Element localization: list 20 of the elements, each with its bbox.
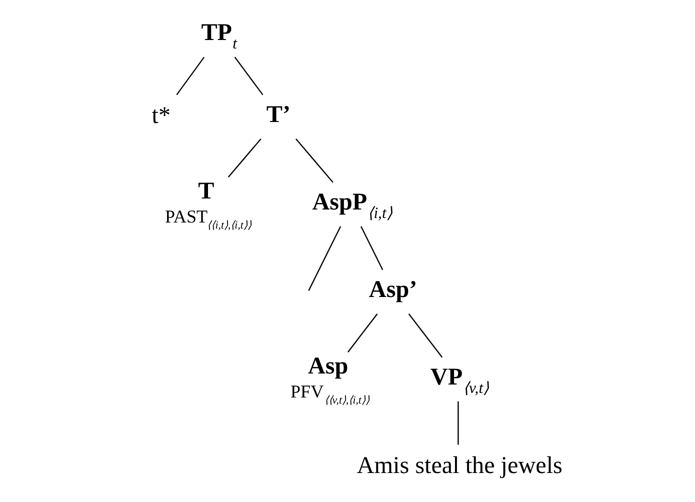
- node-text: VP$_{⟨v,t⟩}$: [430, 364, 490, 397]
- node-text: TP$_{t}$: [201, 20, 237, 52]
- node-text: T’: [266, 102, 290, 128]
- node-text: Amis steal the jewels: [356, 452, 562, 479]
- connector: [295, 138, 334, 183]
- node-text: T: [198, 178, 214, 205]
- connector: [228, 138, 262, 178]
- connector: [348, 313, 378, 352]
- node-label: PAST$_{⟨⟨i,t⟩,⟨i,t⟩⟩}$: [165, 206, 252, 232]
- node-text: t*: [152, 103, 171, 130]
- connector: [234, 56, 264, 96]
- connector: [458, 401, 459, 445]
- connector: [176, 56, 205, 96]
- connector: [360, 226, 384, 270]
- node-text: AspP$_{⟨i,t⟩}$: [312, 189, 392, 222]
- node-text: Asp: [308, 353, 348, 380]
- node-text: Asp’: [368, 276, 418, 303]
- connector: [408, 313, 443, 358]
- node-label: PFV$_{⟨⟨v,t⟩,⟨i,t⟩⟩}$: [290, 382, 370, 407]
- connector: [308, 226, 342, 291]
